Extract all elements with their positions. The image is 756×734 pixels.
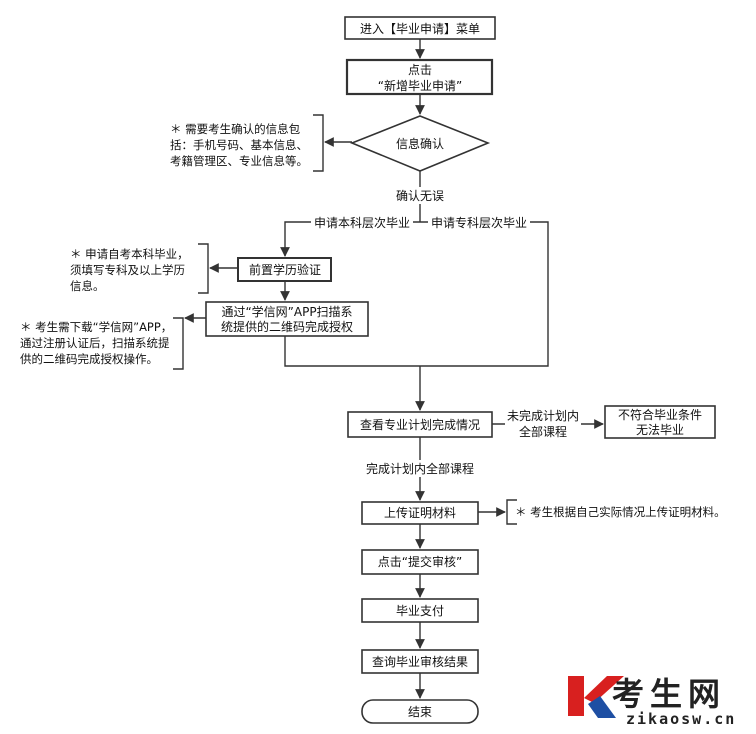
note-xuexin-line2: 通过注册认证后，扫描系统提	[20, 336, 170, 350]
note-upload-text: ＊ 考生根据自己实际情况上传证明材料。	[515, 505, 726, 519]
node-click-new-line1: 点击	[408, 63, 432, 77]
node-click-new-line2: “新增毕业申请”	[378, 78, 462, 93]
edge-label-not-complete-2: 全部课程	[519, 424, 567, 439]
node-check-plan-label: 查看专业计划完成情况	[360, 417, 480, 432]
logo-k-lower-arm	[588, 696, 616, 718]
note-confirm-info: ＊ 需要考生确认的信息包 括：手机号码、基本信息、 考籍管理区、专业信息等。	[170, 114, 324, 172]
edge-label-bg	[505, 408, 581, 440]
node-query-label: 查询毕业审核结果	[372, 654, 468, 669]
note-upload: ＊ 考生根据自己实际情况上传证明材料。	[506, 499, 726, 525]
edge-label-junior: 申请专科层次毕业	[431, 215, 527, 230]
note-bracket	[173, 317, 184, 370]
node-payment-label: 毕业支付	[396, 604, 444, 618]
node-end-label: 结束	[408, 705, 432, 719]
node-enter-menu-label: 进入【毕业申请】菜单	[360, 22, 480, 36]
note-xuexin-line1: ＊ 考生需下载“学信网”APP，	[20, 320, 172, 334]
note-bracket	[313, 114, 324, 172]
node-not-qualified-line2: 无法毕业	[636, 423, 684, 437]
node-upload: 上传证明材料	[361, 501, 479, 525]
edge-label-bg	[428, 214, 530, 231]
notes: ＊ 需要考生确认的信息包 括：手机号码、基本信息、 考籍管理区、专业信息等。 ＊…	[20, 114, 726, 525]
watermark-logo: 考生网 zikaosw.cn	[568, 675, 736, 728]
note-xuexin-line3: 供的二维码完成授权操作。	[20, 352, 158, 366]
node-check-plan: 查看专业计划完成情况	[347, 411, 493, 438]
note-undergrad: ＊ 申请自考本科毕业， 须填写专科及以上学历 信息。	[70, 243, 209, 294]
node-not-qualified-line1: 不符合毕业条件	[618, 407, 702, 422]
edge-label-bg	[311, 214, 413, 231]
edge-label-undergrad: 申请本科层次毕业	[314, 216, 410, 230]
node-xuexin-auth: 通过“学信网”APP扫描系 统提供的二维码完成授权	[205, 301, 369, 337]
note-bracket	[198, 243, 209, 294]
node-click-new: 点击 “新增毕业申请”	[345, 58, 494, 96]
node-xuexin-line2: 统提供的二维码完成授权	[221, 319, 353, 334]
note-confirm-line1: ＊ 需要考生确认的信息包	[170, 122, 301, 136]
node-submit-label: 点击“提交审核”	[378, 554, 462, 569]
note-undergrad-line2: 须填写专科及以上学历	[70, 263, 185, 277]
node-pre-education: 前置学历验证	[237, 257, 332, 282]
edge-label-bg	[362, 460, 478, 477]
node-not-qualified: 不符合毕业条件 无法毕业	[604, 405, 716, 439]
nodes: 进入【毕业申请】菜单 点击 “新增毕业申请” 信息确认 前置学历验证 通过“学信…	[205, 16, 716, 724]
node-end: 结束	[361, 699, 479, 724]
node-pre-education-label: 前置学历验证	[249, 262, 321, 277]
edge-label-not-complete-1: 未完成计划内	[507, 408, 579, 423]
edge-label-confirm-ok: 确认无误	[396, 189, 444, 203]
node-info-confirm-label: 信息确认	[396, 136, 444, 151]
logo-k-stem	[568, 676, 584, 716]
note-confirm-line3: 考籍管理区、专业信息等。	[170, 154, 308, 168]
node-xuexin-line1: 通过“学信网”APP扫描系	[221, 304, 352, 319]
logo-k-upper-arm	[584, 676, 624, 703]
node-submit: 点击“提交审核”	[361, 549, 479, 575]
note-confirm-line2: 括：手机号码、基本信息、	[170, 138, 308, 152]
note-bracket	[506, 499, 517, 525]
node-payment: 毕业支付	[361, 598, 479, 623]
node-enter-menu: 进入【毕业申请】菜单	[344, 16, 496, 40]
node-query: 查询毕业审核结果	[361, 649, 479, 674]
note-undergrad-line1: ＊ 申请自考本科毕业，	[70, 247, 189, 261]
note-undergrad-line3: 信息。	[70, 279, 105, 293]
edge-xuexin-merge	[284, 336, 420, 367]
edge-label-bg	[391, 187, 449, 204]
edge-junior-path	[420, 221, 549, 367]
logo-chars: 考生网	[612, 675, 726, 713]
note-xuexin: ＊ 考生需下载“学信网”APP， 通过注册认证后，扫描系统提 供的二维码完成授权…	[20, 317, 184, 370]
edge-labels: 确认无误 申请本科层次毕业 申请专科层次毕业 未完成计划内 全部课程 完成计划内…	[311, 187, 581, 477]
logo-url: zikaosw.cn	[626, 710, 736, 728]
node-info-confirm: 信息确认	[349, 115, 491, 172]
edge-label-complete: 完成计划内全部课程	[366, 461, 474, 476]
node-upload-label: 上传证明材料	[384, 505, 456, 520]
